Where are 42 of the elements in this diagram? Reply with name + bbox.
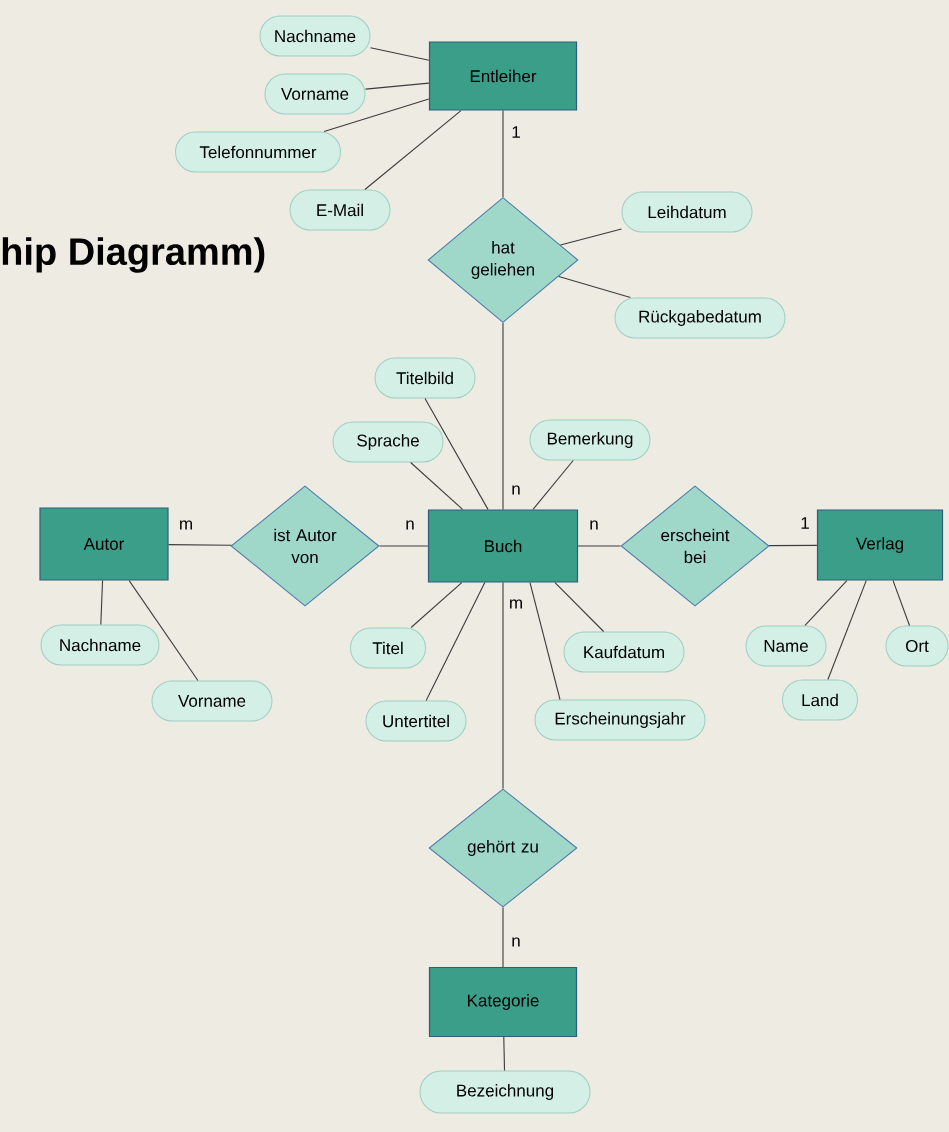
connector-line (804, 580, 848, 627)
connector-line (554, 582, 605, 633)
entity-box: Verlag (816, 509, 944, 581)
connector-line (502, 322, 504, 510)
connector-line (168, 544, 232, 546)
connector-line (558, 275, 631, 299)
connector-line (532, 459, 574, 510)
cardinality-label: 1 (799, 516, 811, 530)
entity-box: Autor (39, 507, 169, 581)
connector-line (378, 545, 429, 547)
cardinality-label: n (510, 484, 522, 496)
connector-line (529, 582, 561, 701)
connector-line (369, 47, 430, 61)
entity-box: Entleiher (428, 41, 578, 111)
connector-line (410, 582, 463, 629)
cardinality-label: n (510, 936, 522, 948)
connector-line (768, 544, 818, 547)
connector-line (503, 1036, 506, 1072)
connector-line (128, 580, 199, 682)
connector-line (502, 906, 504, 968)
connector-line (502, 110, 504, 198)
heading-text: hip Diagramm) (2, 237, 265, 273)
connector-line (364, 110, 462, 191)
cardinality-label: n (404, 519, 416, 531)
connector-line (559, 228, 623, 246)
connector-line (827, 580, 867, 681)
connector-line (424, 397, 489, 510)
cardinality-label: m (507, 598, 525, 610)
connector-line (323, 98, 430, 133)
entity-box: Buch (427, 509, 579, 583)
cardinality-label: m (177, 519, 195, 531)
attribute-oval: Ort (885, 625, 949, 667)
connector-line (502, 582, 504, 790)
cardinality-label: n (588, 519, 600, 531)
connector-line (364, 82, 430, 90)
connector-line (100, 580, 104, 626)
entity-box: Kategorie (428, 966, 578, 1038)
connector-line (410, 461, 464, 510)
connector-line (892, 580, 911, 627)
connector-line (577, 545, 622, 547)
connector-line (425, 582, 486, 702)
cardinality-label: 1 (510, 125, 522, 139)
